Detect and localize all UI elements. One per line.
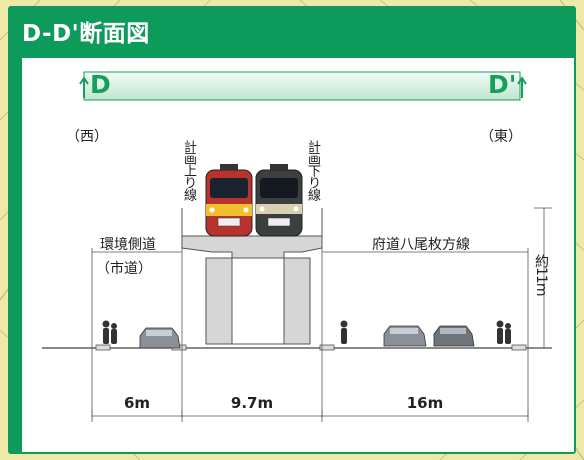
up-line-label: 計画上り線 <box>181 140 196 200</box>
figure-title: D-D'断面図 <box>22 21 150 47</box>
height-dimension <box>534 207 552 349</box>
pedestrians <box>102 320 511 344</box>
left-road-name: 環境側道 <box>100 237 156 253</box>
viaduct <box>181 208 323 345</box>
endpoint-right-label: D' <box>488 70 517 99</box>
left-arrow-icon <box>79 76 89 98</box>
down-line-train <box>255 164 303 237</box>
car-right-2 <box>433 325 475 347</box>
left-road-sub: （市道） <box>96 261 152 277</box>
right-road-name: 府道八尾枚方線 <box>372 237 470 253</box>
right-curb-1 <box>319 344 335 351</box>
up-line-train <box>205 164 253 237</box>
width-dimension <box>91 410 529 422</box>
dimension-left: 6m <box>123 394 151 412</box>
dimension-middle: 9.7m <box>230 394 274 412</box>
car-left <box>139 327 181 349</box>
down-line-label: 計画下り線 <box>305 140 320 200</box>
right-arrow-icon <box>517 76 527 98</box>
west-label: （西） <box>66 129 108 145</box>
right-curb-2 <box>511 344 527 351</box>
diagram-panel: D D' （西） （東） 計画上り線 計画下り線 環境側道 （市道） 府道八尾枚… <box>22 58 574 452</box>
dimension-right: 16m <box>406 394 444 412</box>
height-label: 約11m <box>533 254 549 296</box>
section-line-bar <box>83 71 521 101</box>
left-curb <box>95 344 111 351</box>
car-right-1 <box>383 325 427 347</box>
east-label: （東） <box>480 129 522 145</box>
endpoint-left-label: D <box>90 70 111 99</box>
section-drawing <box>42 71 552 422</box>
figure-frame: D-D'断面図 <box>8 6 576 454</box>
